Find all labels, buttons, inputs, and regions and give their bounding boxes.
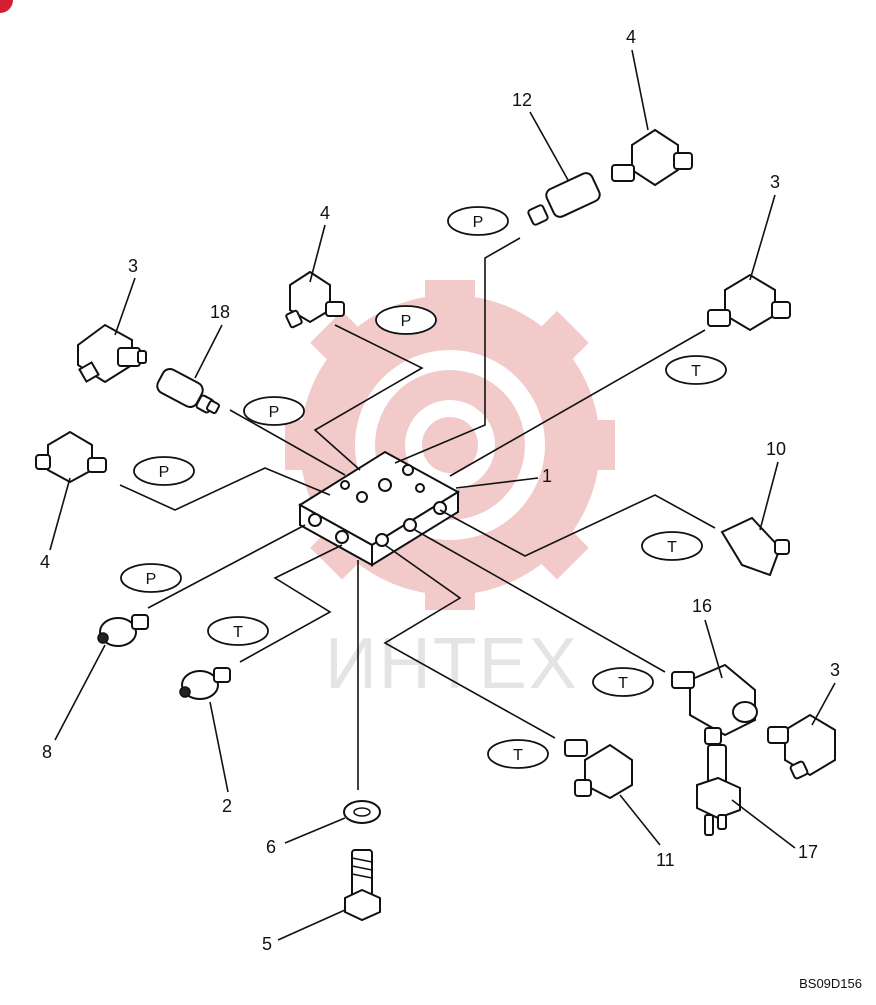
manifold-block: [298, 450, 460, 567]
callout-2: 2: [222, 796, 232, 816]
elbow-4-left: [35, 430, 107, 484]
adapter-18: [156, 368, 221, 415]
washer-6: [343, 800, 381, 824]
callout-10: 10: [766, 439, 786, 459]
callout-4-upper-right: 4: [626, 27, 636, 47]
callout-6: 6: [266, 837, 276, 857]
callout-1: 1: [542, 466, 552, 486]
port-label-t3: T: [233, 624, 243, 641]
callout-17: 17: [798, 842, 818, 862]
callout-18: 18: [210, 302, 230, 322]
port-label-t5: T: [513, 747, 523, 764]
port-label-p2: P: [401, 313, 412, 330]
fitting-3-right: [707, 273, 791, 332]
port-label-p1: P: [473, 214, 484, 231]
port-label-t4: T: [618, 675, 628, 692]
callout-5: 5: [262, 934, 272, 954]
watermark-gear-icon: [285, 280, 615, 610]
port-label-t2: T: [667, 539, 677, 556]
sender-17: [696, 744, 741, 836]
adapter-12: [527, 172, 601, 226]
bolt-5: [344, 849, 381, 922]
elbow-16: [671, 663, 758, 745]
plug-8: [97, 614, 149, 647]
callout-16: 16: [692, 596, 712, 616]
routing-lines: [119, 237, 716, 790]
watermark-text: ИНТЕХ: [325, 624, 579, 704]
port-label-t1: T: [691, 363, 701, 380]
port-label-p4: P: [159, 464, 170, 481]
fitting-3-lower-right: [767, 713, 836, 780]
callout-leaders: [49, 49, 836, 941]
callout-numbers: 1 2 3 3 3 4 4 4 5 6 8 10 11 12 16 17 18: [40, 27, 840, 954]
callout-4-left: 4: [40, 552, 50, 572]
callout-4-upper-mid: 4: [320, 203, 330, 223]
fitting-3-upper-left: [77, 323, 147, 384]
callout-3-right: 3: [770, 172, 780, 192]
port-labels: P P P P P T T T T T: [120, 206, 727, 769]
callout-12: 12: [512, 90, 532, 110]
elbow-4-upper-right: [611, 128, 693, 187]
elbow-4-upper-mid: [285, 270, 345, 329]
tee-11: [564, 739, 633, 800]
callout-3-lower-right: 3: [830, 660, 840, 680]
drawing-code: BS09D156: [799, 976, 862, 991]
port-label-p3: P: [269, 404, 280, 421]
plug-2: [179, 667, 231, 700]
fitting-10: [720, 516, 790, 577]
callout-3-upper-left: 3: [128, 256, 138, 276]
port-label-p5: P: [146, 571, 157, 588]
callout-11: 11: [656, 850, 675, 870]
callout-8: 8: [42, 742, 52, 762]
corner-badge: [0, 0, 13, 13]
